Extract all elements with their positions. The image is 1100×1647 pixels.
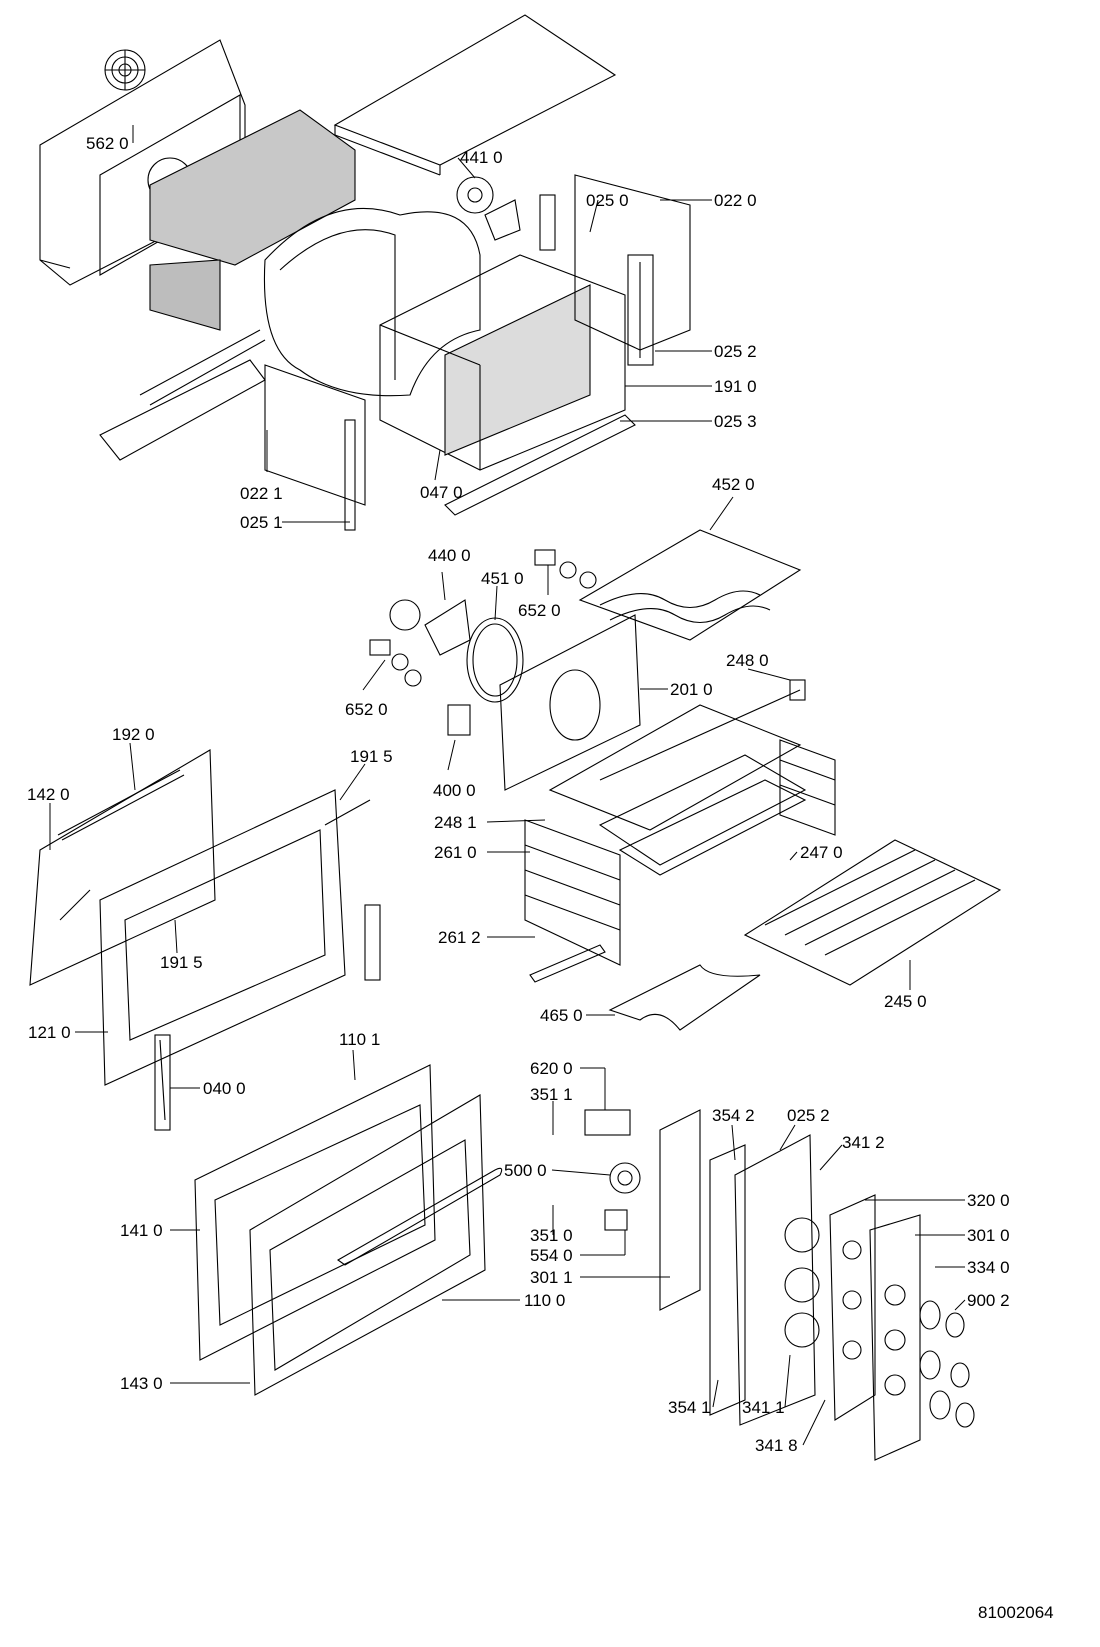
door-handle	[336, 1167, 503, 1266]
hinge-left	[154, 1034, 171, 1131]
convection-fan	[456, 176, 521, 241]
callout-4510: 451 0	[481, 569, 524, 588]
top-cover-panel	[333, 14, 617, 176]
oven-shelf	[743, 839, 1002, 986]
side-rail-right	[627, 254, 654, 366]
callout-6520-lower: 652 0	[345, 700, 388, 719]
callout-2470: 247 0	[800, 843, 843, 862]
callout-2010: 201 0	[670, 680, 713, 699]
callout-labels: 562 0 441 0 025 0 022 0 025 2 191 0 025 …	[27, 134, 1010, 1455]
leader-lines	[49, 125, 966, 1446]
callout-4410: 441 0	[460, 148, 503, 167]
callout-4650: 465 0	[540, 1006, 583, 1025]
side-rack-left	[524, 819, 621, 966]
control-panel-frame	[734, 1134, 820, 1426]
insulation-cover	[149, 109, 356, 331]
callout-3340: 334 0	[967, 1258, 1010, 1277]
callout-1920: 192 0	[112, 725, 155, 744]
base-panel	[99, 329, 266, 461]
door-inner-frame	[99, 789, 371, 1086]
callout-0221: 022 1	[240, 484, 283, 503]
callout-3411: 341 1	[742, 1398, 785, 1417]
callout-0252-upper: 025 2	[714, 342, 757, 361]
rear-fan-grille	[104, 49, 146, 91]
control-panel-back	[709, 1144, 746, 1416]
knob-set-upper	[534, 549, 597, 589]
document-number: 81002064	[978, 1603, 1054, 1622]
control-bracket	[659, 1109, 701, 1311]
callout-3200: 320 0	[967, 1191, 1010, 1210]
fascia-panel	[829, 1194, 876, 1421]
callout-1430: 143 0	[120, 1374, 163, 1393]
callout-0250: 025 0	[586, 191, 629, 210]
control-knobs	[919, 1300, 951, 1420]
bracket-plate	[539, 194, 556, 251]
callout-3412: 341 2	[842, 1133, 885, 1152]
callout-5620: 562 0	[86, 134, 129, 153]
callout-1101: 110 1	[339, 1030, 380, 1049]
door-seal	[57, 769, 185, 841]
callout-2480: 248 0	[726, 651, 769, 670]
callout-1410: 141 0	[120, 1221, 163, 1240]
callout-3541: 354 1	[668, 1398, 711, 1417]
callout-0251: 025 1	[240, 513, 283, 532]
side-rack-right	[779, 739, 836, 836]
bottom-rail	[444, 414, 636, 516]
callout-3010: 301 0	[967, 1226, 1010, 1245]
lower-side-panel	[264, 364, 366, 531]
callout-4000: 400 0	[433, 781, 476, 800]
hinge-right	[364, 904, 381, 981]
callout-3542: 354 2	[712, 1106, 755, 1125]
fan-motor-assembly	[389, 599, 471, 656]
callout-6520-upper: 652 0	[518, 601, 561, 620]
microswitch-block	[584, 1109, 631, 1136]
front-fascia	[869, 1214, 921, 1461]
callout-2612: 261 2	[438, 928, 481, 947]
rotisserie-spit	[599, 679, 806, 781]
rear-cavity-panel	[499, 614, 641, 791]
callout-4520: 452 0	[712, 475, 755, 494]
oven-cavity-insulation	[263, 207, 481, 397]
callout-2450: 245 0	[884, 992, 927, 1011]
small-switch	[604, 1209, 628, 1231]
callout-3418: 341 8	[755, 1436, 798, 1455]
callout-0253: 025 3	[714, 412, 757, 431]
circular-element	[466, 617, 524, 703]
timer-motor	[609, 1162, 641, 1194]
knob-rings	[945, 1312, 975, 1428]
grill-heating-element	[578, 529, 802, 641]
callout-0252-lower: 025 2	[787, 1106, 830, 1125]
callout-0470: 047 0	[420, 483, 463, 502]
callout-0220: 022 0	[714, 191, 757, 210]
callout-1420: 142 0	[27, 785, 70, 804]
callout-2610: 261 0	[434, 843, 477, 862]
thermostat	[447, 704, 471, 736]
callout-1210: 121 0	[28, 1023, 71, 1042]
outer-door-panel	[249, 1094, 486, 1396]
inner-glass-panel	[29, 749, 216, 986]
callout-9002: 900 2	[967, 1291, 1010, 1310]
callout-1915-lower: 191 5	[160, 953, 203, 972]
callout-1100: 110 0	[524, 1291, 565, 1310]
callout-4400: 440 0	[428, 546, 471, 565]
oven-cavity	[379, 254, 626, 471]
callout-3511: 351 1	[530, 1085, 573, 1104]
baking-tray	[598, 754, 807, 876]
door-glass-panel	[194, 1064, 436, 1361]
rotisserie-frame	[548, 704, 802, 831]
callout-5540: 554 0	[530, 1246, 573, 1265]
callout-2481: 248 1	[434, 813, 477, 832]
callout-1915-upper: 191 5	[350, 747, 393, 766]
callout-1910: 191 0	[714, 377, 757, 396]
callout-5000: 500 0	[504, 1161, 547, 1180]
bottom-rail-middle	[529, 944, 606, 983]
callout-0400: 040 0	[203, 1079, 246, 1098]
callout-3011: 301 1	[530, 1268, 573, 1287]
callout-3510: 351 0	[530, 1226, 573, 1245]
callout-6200: 620 0	[530, 1059, 573, 1078]
knob-set-lower	[369, 639, 422, 687]
bottom-heating-element	[608, 964, 761, 1031]
